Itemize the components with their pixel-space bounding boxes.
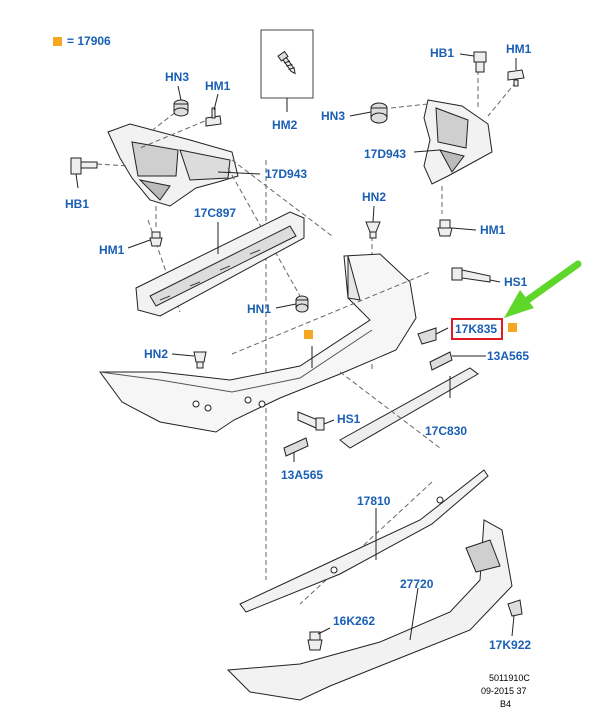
moulding-17c830 [339,367,479,449]
label-17c830: 17C830 [425,424,468,438]
hb1-bolt-right [473,51,487,73]
label-hm2: HM2 [272,118,298,132]
label-17k835: 17K835 [455,322,498,336]
label-17k922: 17K922 [489,638,532,652]
right-bracket-17d943 [423,99,493,185]
lower-skirt-17810 [239,469,489,613]
label-hb1-left: HB1 [65,197,90,211]
label-17c897: 17C897 [194,206,237,220]
label-13a565-left: 13A565 [281,468,324,482]
label-hm1-left: HM1 [99,243,125,257]
green-arrow-icon [504,260,582,318]
label-13a565-right: 13A565 [487,349,530,363]
hn2-clip-top [365,221,381,239]
label-hn2-left: HN2 [144,347,169,361]
legend-marker [53,36,62,46]
diffuser-27720 [226,519,513,701]
label-hs1-right: HS1 [504,275,528,289]
marker-17906-k835 [508,323,517,332]
hs1-bolt-middle [297,411,325,431]
hn3-nut-right [370,102,388,124]
hn1-nut [295,295,309,313]
label-17d943-left: 17D943 [265,167,308,181]
hn3-nut-left [173,99,189,117]
label-hn1: HN1 [247,302,272,316]
label-hn2-top: HN2 [362,190,387,204]
legend: = 17906 [53,34,111,48]
label-hm1-right: HM1 [480,223,506,237]
reflector-13a565-left [283,437,309,457]
footer-sheet: B4 [500,699,512,709]
screw-icon [277,50,296,75]
highlight-box-17k835 [451,318,503,340]
hs1-bolt-right [451,267,491,283]
hn2-clip-left [193,351,207,369]
hm1-pin-right [437,219,453,237]
label-hb1-right: HB1 [430,46,455,60]
marker-17906-cover [304,330,313,339]
label-17d943-right: 17D943 [364,147,407,161]
reinforcement-beam-17c897 [135,211,305,317]
label-16k262: 16K262 [333,614,376,628]
hb1-bolt-left [70,157,98,175]
footer-date: 09-2015 37 [481,686,527,696]
hm1-pin-top-right [507,69,525,87]
footer-code: 5011910C [489,673,530,683]
label-hm1-top-left: HM1 [205,79,231,93]
bracket-small [417,327,437,345]
hm1-pin-left [149,231,163,247]
label-hn3-top: HN3 [165,70,190,84]
label-hm1-top-right: HM1 [506,42,532,56]
hm1-pin-top-left [205,107,222,127]
clip-16k262 [307,631,323,651]
legend-text: = 17906 [67,34,111,48]
label-hs1-middle: HS1 [337,412,361,426]
label-17810: 17810 [357,494,391,508]
label-hn3-right: HN3 [321,109,346,123]
left-bracket-17d943 [107,123,239,207]
bracket-17k922 [507,599,523,617]
label-27720: 27720 [400,577,434,591]
reflector-13a565-right [429,351,453,371]
